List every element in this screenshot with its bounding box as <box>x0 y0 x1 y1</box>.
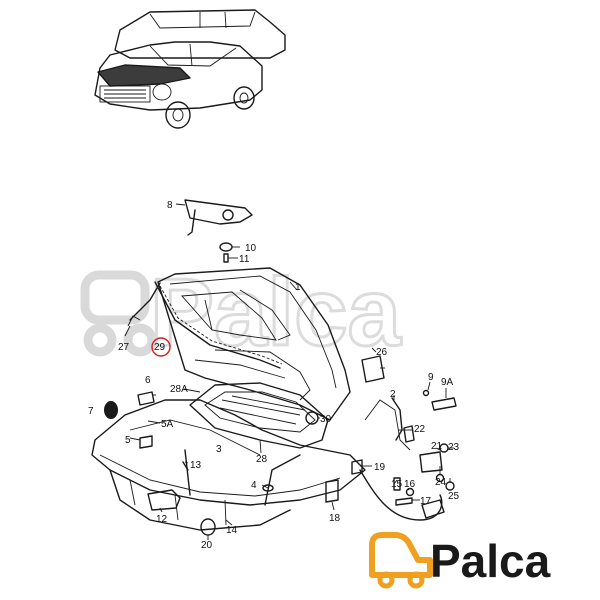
callout-30: 30 <box>320 414 332 425</box>
callout-27: 27 <box>118 342 130 353</box>
hood-panel <box>154 267 351 421</box>
callout-8: 8 <box>167 200 173 211</box>
callout-14: 14 <box>226 525 238 536</box>
callout-4: 4 <box>251 480 257 491</box>
car-icon <box>369 532 433 578</box>
callout-20: 20 <box>201 540 213 551</box>
callout-5: 5 <box>125 435 131 446</box>
insulation-mat <box>189 382 329 449</box>
callout-21: 21 <box>431 441 443 452</box>
callout-24: 24 <box>435 477 447 488</box>
seal-strip <box>127 282 161 327</box>
callout-labels: 8 10 11 1 27 29 26 6 28A 9 9A 2 7 30 5A … <box>88 200 460 551</box>
callout-11: 11 <box>239 254 250 265</box>
leader-lines <box>104 203 454 540</box>
callout-3: 3 <box>216 444 222 455</box>
highlight-circle <box>151 337 171 357</box>
callout-25: 25 <box>448 491 460 502</box>
callout-6: 6 <box>145 375 151 386</box>
callout-29: 29 <box>154 342 166 353</box>
vehicle-thumbnail <box>94 9 286 129</box>
callout-16: 16 <box>404 479 416 490</box>
brand-text: Palca <box>430 535 551 587</box>
callout-5a: 5A <box>161 419 174 430</box>
callout-28a: 28A <box>170 384 188 395</box>
callout-12: 12 <box>156 514 168 525</box>
callout-23: 23 <box>448 442 460 453</box>
callout-2: 2 <box>390 389 396 400</box>
body-frame <box>91 399 366 531</box>
callout-1: 1 <box>295 282 301 293</box>
callout-15: 15 <box>391 479 403 490</box>
callout-22: 22 <box>414 424 426 435</box>
callout-10: 10 <box>245 243 257 254</box>
callout-13: 13 <box>190 460 202 471</box>
callout-9: 9 <box>428 372 434 383</box>
callout-17: 17 <box>420 496 432 507</box>
callout-19: 19 <box>374 462 386 473</box>
callout-18: 18 <box>329 513 341 524</box>
callout-7: 7 <box>88 406 94 417</box>
watermark-text: Palca <box>150 259 401 366</box>
watermark: Palca <box>80 258 403 368</box>
callout-26: 26 <box>376 347 388 358</box>
brand-logo: Palca <box>369 532 551 589</box>
callout-9a: 9A <box>441 377 454 388</box>
callout-28: 28 <box>256 454 268 465</box>
